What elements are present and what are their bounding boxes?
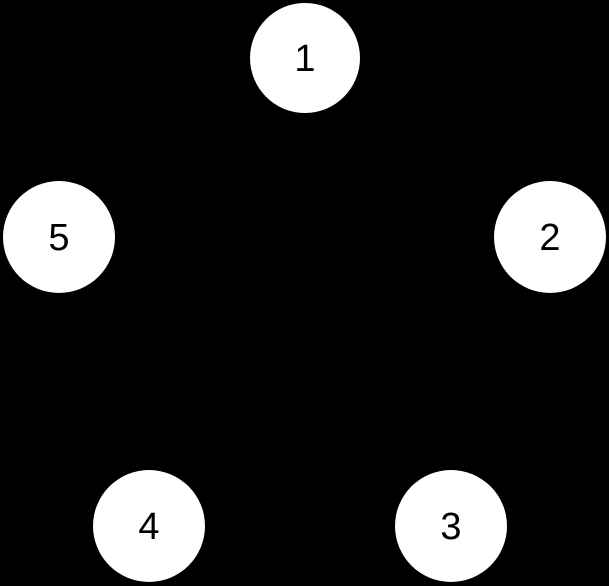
- graph-node-3[interactable]: 3: [395, 470, 507, 582]
- graph-node-1[interactable]: 1: [250, 3, 360, 113]
- node-circle-1[interactable]: [250, 3, 360, 113]
- node-layer: 1 2 3 4 5: [3, 3, 606, 582]
- graph-node-5[interactable]: 5: [3, 181, 115, 293]
- node-circle-2[interactable]: [494, 181, 606, 293]
- node-label-4: 4: [138, 506, 159, 548]
- graph-node-4[interactable]: 4: [93, 470, 205, 582]
- node-label-2: 2: [539, 217, 560, 259]
- node-circle-4[interactable]: [93, 470, 205, 582]
- node-circle-3[interactable]: [395, 470, 507, 582]
- node-label-3: 3: [440, 506, 461, 548]
- graph-node-2[interactable]: 2: [494, 181, 606, 293]
- node-label-5: 5: [48, 217, 69, 259]
- node-circle-5[interactable]: [3, 181, 115, 293]
- node-label-1: 1: [294, 38, 315, 80]
